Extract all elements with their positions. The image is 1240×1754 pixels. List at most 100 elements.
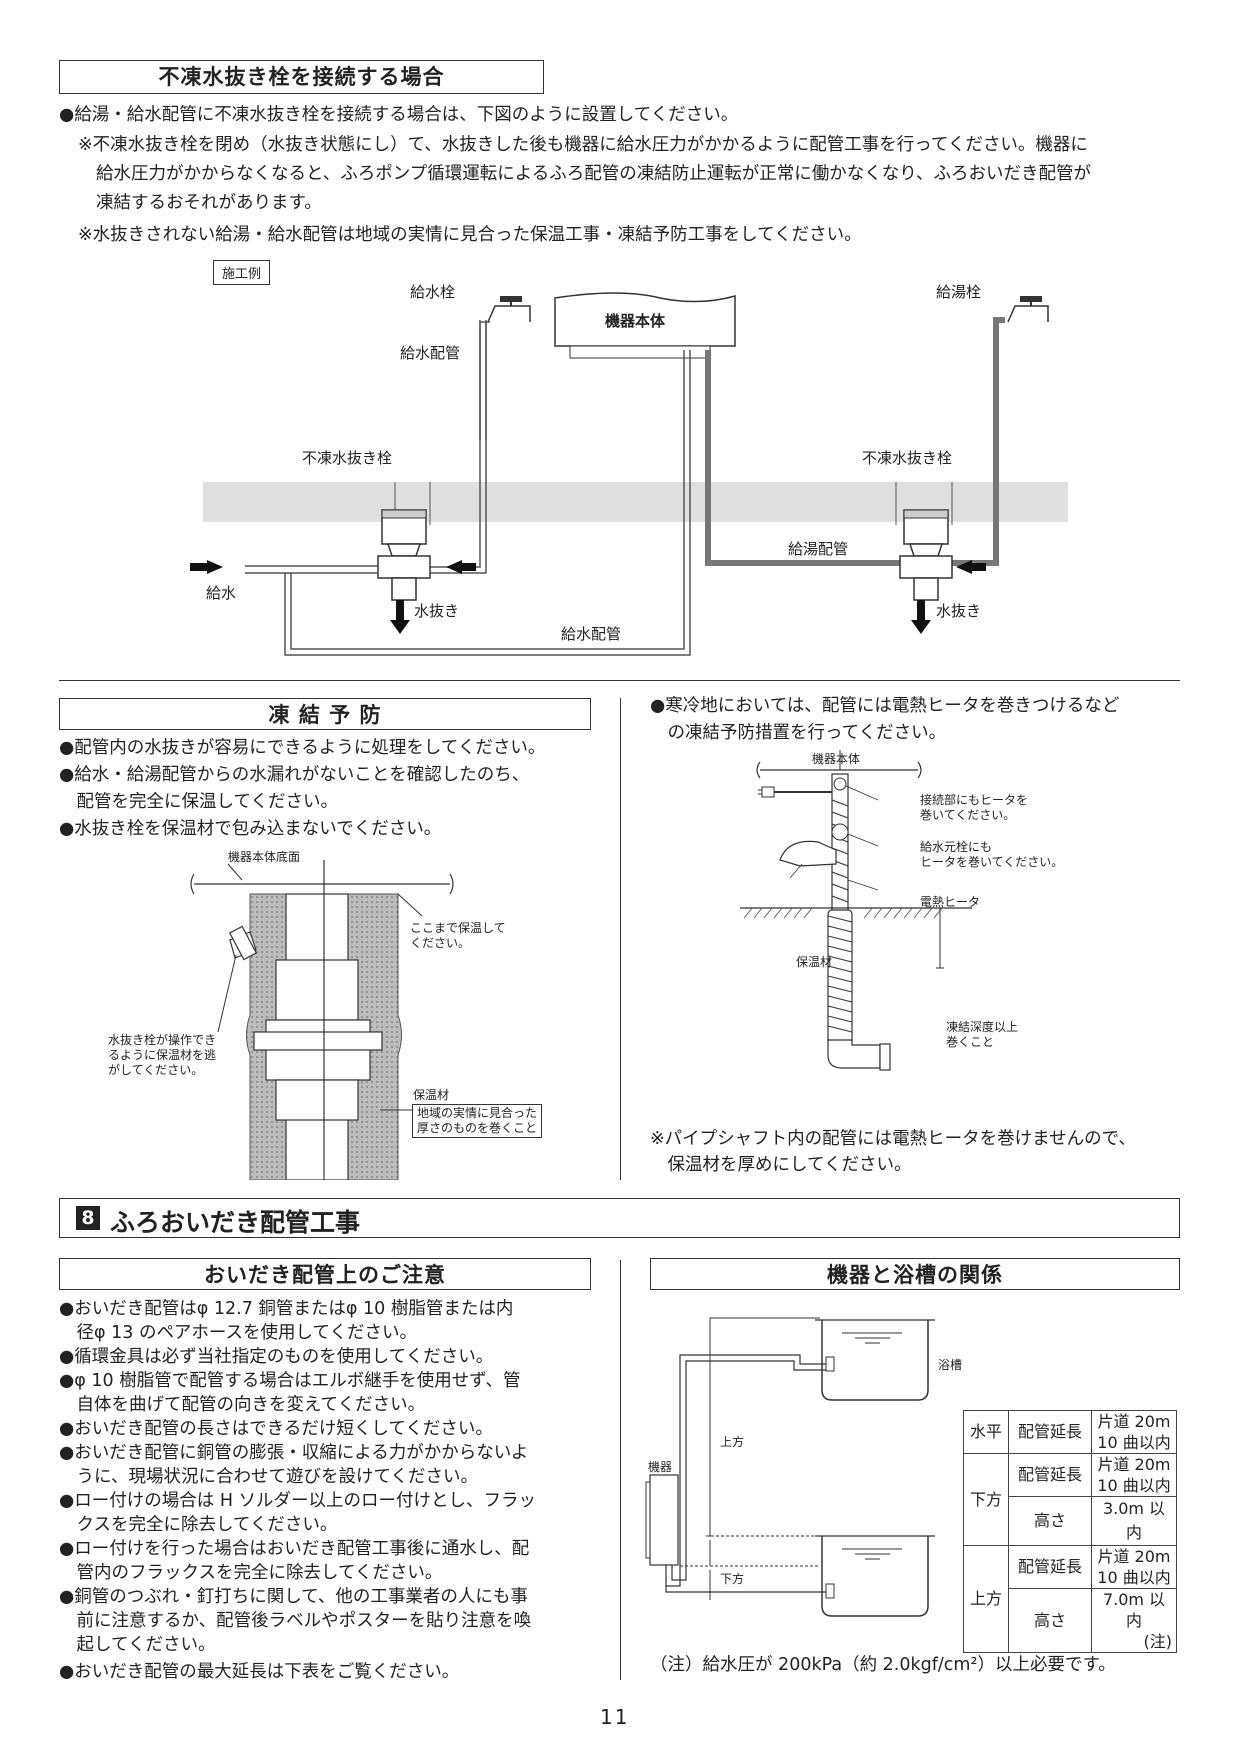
label-keep-warm-2: ください。: [410, 936, 471, 950]
label-heater-insulation: 保温材: [796, 955, 833, 969]
section4-item2: 径φ 13 のペアホースを使用してください。: [59, 1323, 418, 1343]
row-horizontal: 水平: [963, 1410, 1009, 1454]
section1-note2: ※水抜きされない給湯・給水配管は地域の実情に見合った保温工事・凍結予防工事をして…: [78, 225, 862, 245]
label-unit-bottom: 機器本体底面: [228, 850, 301, 864]
label-bathtub: 浴槽: [938, 1358, 963, 1372]
label-joint-note-1: 接続部にもヒータを: [920, 793, 1029, 807]
cell-lower-ext-b: 10 曲以内: [1097, 1476, 1171, 1495]
section3-item2: の凍結予防措置を行ってください。: [650, 723, 947, 743]
section1-note1-line3: 凍結するおそれがあります。: [96, 193, 322, 213]
label-bath-unit: 機器: [648, 1460, 673, 1474]
section4-item10: クスを完全に除去してください。: [59, 1515, 338, 1535]
cell-upper-ext-val: 片道 20m 10 曲以内: [1091, 1545, 1177, 1589]
section4-item13: ●銅管のつぶれ・釘打ちに関して、他の工事業者の人にも事: [59, 1587, 528, 1607]
label-hot-tap: 給湯栓: [936, 283, 982, 301]
label-insulation-note-2: 厚さのものを巻くこと: [417, 1121, 538, 1135]
chapter8-title: ふろおいだき配管工事: [110, 1208, 361, 1237]
row-upper: 上方: [963, 1545, 1009, 1653]
section2-item2: ●給水・給湯配管からの水漏れがないことを確認したのち、: [59, 765, 530, 785]
antifreeze-valve-diagram: [190, 292, 1068, 656]
section4-item12: 管内のフラックスを完全に除去してください。: [59, 1563, 443, 1583]
cell-lower-height-val: 3.0m 以内: [1091, 1496, 1177, 1546]
label-drain-note-3: がしてください。: [108, 1063, 204, 1077]
cell-horiz-ext-a: 片道 20m: [1097, 1412, 1171, 1431]
section4-item16: ●おいだき配管の最大延長は下表をご覧ください。: [59, 1662, 460, 1682]
label-keep-warm-1: ここまで保温して: [410, 921, 506, 935]
label-heater: 電熱ヒータ: [920, 895, 981, 909]
section2-item1: ●配管内の水抜きが容易にできるように処理をしてください。: [59, 738, 546, 758]
section4-item8: うに、現場状況に合わせて遊びを設けてください。: [59, 1467, 478, 1487]
section4-item14: 前に注意するか、配管後ラベルやポスターを貼り注意を喚: [59, 1611, 532, 1631]
section2-title: 凍 結 予 防: [59, 698, 591, 730]
label-insulation: 保温材: [413, 1088, 450, 1102]
cell-horiz-ext-label: 配管延長: [1008, 1410, 1092, 1454]
label-upper: 上方: [720, 1435, 745, 1449]
section4-item15: 起してください。: [59, 1635, 216, 1655]
section2-item4: ●水抜き栓を保温材で包み込まないでください。: [59, 819, 442, 839]
label-valve-note-2: ヒータを巻いてください。: [920, 855, 1064, 869]
label-unit: 機器本体: [605, 312, 666, 330]
column-divider-2: [620, 1260, 621, 1680]
chapter8-number: 8: [76, 1206, 100, 1230]
page-number: 11: [600, 1705, 630, 1729]
section3-item1: ●寒冷地においては、配管には電熱ヒータを巻きつけるなど: [650, 696, 1120, 716]
cell-upper-height-label: 高さ: [1008, 1588, 1092, 1653]
label-joint-note-2: 巻いてください。: [920, 808, 1016, 822]
section3-footnote-2: 保温材を厚めにしてください。: [650, 1155, 912, 1175]
label-drain-note-2: るように保温材を逃: [108, 1048, 217, 1062]
column-divider: [620, 698, 621, 1180]
cell-upper-ext-label: 配管延長: [1008, 1545, 1092, 1589]
label-depth-note-2: 巻くこと: [946, 1035, 995, 1049]
section4-item6: ●おいだき配管の長さはできるだけ短くしてください。: [59, 1419, 493, 1439]
divider: [59, 680, 1180, 681]
section4-item9: ●ロー付けの場合は H ソルダー以上のロー付けとし、フラッ: [59, 1491, 537, 1511]
heater-diagram: [740, 750, 972, 1071]
section4-item7: ●おいだき配管に銅管の膨張・収縮による力がかからないよ: [59, 1443, 529, 1463]
cell-upper-height-val: 7.0m 以内 (注): [1091, 1588, 1177, 1653]
cell-horiz-ext-b: 10 曲以内: [1097, 1433, 1171, 1452]
label-drain-note-1: 水抜き栓が操作でき: [108, 1033, 217, 1047]
cell-lower-ext-label: 配管延長: [1008, 1453, 1092, 1497]
label-supply-pipe: 給水配管: [400, 344, 461, 362]
cell-horiz-ext-val: 片道 20m 10 曲以内: [1091, 1410, 1177, 1454]
example-label: 施工例: [213, 260, 271, 285]
section4-title: おいだき配管上のご注意: [59, 1258, 591, 1290]
cell-upper-height-note: (注): [1143, 1632, 1173, 1651]
label-hot-pipe: 給湯配管: [788, 540, 849, 558]
cell-lower-ext-val: 片道 20m 10 曲以内: [1091, 1453, 1177, 1497]
insulation-note-box: 地域の実情に見合った 厚さのものを巻くこと: [412, 1104, 543, 1138]
label-insulation-note-1: 地域の実情に見合った: [417, 1106, 538, 1120]
chapter8-header: 8 ふろおいだき配管工事: [59, 1198, 1180, 1238]
section5-note: （注）給水圧が 200kPa（約 2.0kgf/cm²）以上必要です。: [650, 1655, 1116, 1675]
label-water-in: 給水: [206, 584, 237, 602]
section2-item3: 配管を完全に保温してください。: [59, 792, 338, 812]
section1-paragraph: ●給湯・給水配管に不凍水抜き栓を接続する場合は、下図のように設置してください。: [59, 105, 739, 125]
section1-note1-line2: 給水圧力がかからなくなると、ふろポンプ循環運転によるふろ配管の凍結防止運転が正常…: [96, 164, 1092, 184]
label-drain-right: 水抜き: [936, 602, 982, 620]
section4-item11: ●ロー付けを行った場合はおいだき配管工事後に通水し、配: [59, 1539, 530, 1559]
label-antifreeze-left: 不凍水抜き栓: [302, 449, 393, 467]
section4-item4: ●φ 10 樹脂管で配管する場合はエルボ継手を使用せず、管: [59, 1371, 521, 1391]
label-heater-unit: 機器本体: [812, 752, 861, 766]
label-valve-note-1: 給水元栓にも: [920, 840, 993, 854]
section4-item1: ●おいだき配管はφ 12.7 銅管またはφ 10 樹脂管または内: [59, 1299, 514, 1319]
cell-lower-height-label: 高さ: [1008, 1496, 1092, 1546]
label-depth-note-1: 凍結深度以上: [946, 1020, 1019, 1034]
row-lower: 下方: [963, 1453, 1009, 1546]
label-drain-left: 水抜き: [414, 602, 460, 620]
pipe-length-table: 水平 配管延長 片道 20m 10 曲以内 下方 配管延長 片道 20m 10 …: [963, 1410, 1177, 1653]
section1-title: 不凍水抜き栓を接続する場合: [59, 60, 544, 94]
cell-lower-ext-a: 片道 20m: [1097, 1455, 1171, 1474]
cell-upper-ext-a: 片道 20m: [1097, 1547, 1171, 1566]
section3-footnote-1: ※パイプシャフト内の配管には電熱ヒータを巻けませんので、: [650, 1129, 1136, 1149]
label-water-tap: 給水栓: [410, 283, 456, 301]
label-lower: 下方: [720, 1572, 745, 1586]
label-antifreeze-right: 不凍水抜き栓: [862, 449, 953, 467]
cell-upper-height: 7.0m 以内: [1102, 1590, 1166, 1630]
section4-item3: ●循環金具は必ず当社指定のものを使用してください。: [59, 1347, 494, 1367]
section4-item5: 自体を曲げて配管の向きを変えてください。: [59, 1395, 426, 1415]
cell-upper-ext-b: 10 曲以内: [1097, 1568, 1171, 1587]
unit-bathtub-diagram: [645, 1317, 935, 1617]
section5-title: 機器と浴槽の関係: [650, 1258, 1180, 1290]
section1-note1-line1: ※不凍水抜き栓を閉め（水抜き状態にし）て、水抜きした後も機器に給水圧力がかかるよ…: [78, 135, 1088, 155]
